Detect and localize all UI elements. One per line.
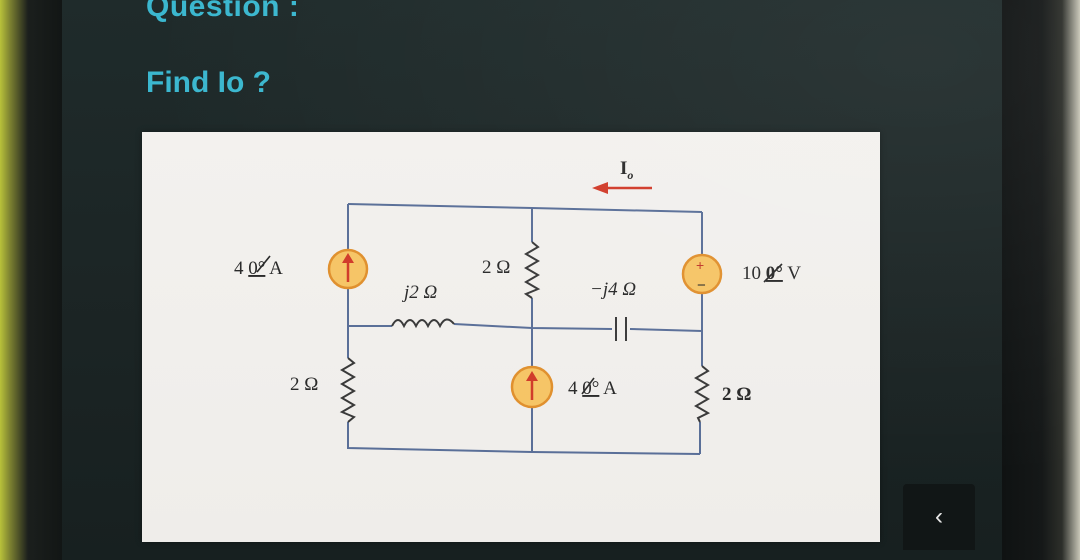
chevron-left-icon: ‹ bbox=[935, 503, 943, 530]
resistor-top-mid-zigzag bbox=[523, 241, 541, 299]
voltage-source-plus: + bbox=[696, 257, 704, 273]
resistor-right-bottom-label: 2 Ω bbox=[722, 384, 751, 405]
mid-source-angle-mark bbox=[581, 377, 595, 395]
question-heading: Question : bbox=[146, 0, 300, 23]
voltage-source-label: 10 0° V bbox=[742, 263, 801, 284]
current-io-indicator: Io bbox=[592, 158, 652, 194]
voltage-source-minus: − bbox=[697, 277, 706, 294]
resistor-right-bottom: 2 Ω bbox=[694, 365, 751, 423]
left-source-label: 4 0° A bbox=[234, 258, 283, 279]
resistor-right-bottom-zigzag bbox=[694, 365, 711, 423]
left-source-angle-mark bbox=[256, 255, 271, 273]
device-bezel-right bbox=[1002, 0, 1080, 560]
current-io-label: Io bbox=[620, 158, 633, 182]
wire-capacitor-right bbox=[629, 328, 703, 332]
voltage-source-body bbox=[681, 253, 723, 295]
inductor: j2 Ω bbox=[391, 282, 455, 329]
left-current-source-arrowhead bbox=[342, 253, 354, 263]
wire-top bbox=[347, 203, 703, 213]
capacitor: −j4 Ω bbox=[590, 279, 636, 341]
resistor-left-bottom-label: 2 Ω bbox=[290, 374, 318, 395]
screen: Question : Find Io ? bbox=[62, 0, 1002, 560]
left-current-source: 4 0° A bbox=[234, 248, 369, 290]
mid-current-source: 4 0° A bbox=[510, 365, 617, 409]
mid-source-label: 4 0° A bbox=[568, 378, 617, 399]
circuit-svg: Io 4 0° A 2 Ω j2 Ω bbox=[234, 158, 801, 455]
resistor-top-mid: 2 Ω bbox=[482, 241, 541, 299]
device-bezel-left bbox=[0, 0, 62, 560]
question-prompt: Find Io ? bbox=[146, 66, 271, 99]
resistor-left-bottom: 2 Ω bbox=[290, 357, 356, 423]
wires bbox=[347, 203, 703, 455]
scroll-back-button[interactable]: ‹ bbox=[903, 484, 975, 550]
circuit-diagram: Io 4 0° A 2 Ω j2 Ω bbox=[142, 132, 880, 542]
resistor-left-bottom-zigzag bbox=[339, 357, 356, 423]
resistor-top-mid-label: 2 Ω bbox=[482, 257, 510, 278]
mid-current-source-arrowhead bbox=[526, 371, 538, 381]
inductor-coil bbox=[391, 318, 455, 329]
wire-bottom bbox=[347, 422, 701, 455]
current-io-arrow-head bbox=[592, 182, 608, 194]
voltage-source: + − 10 0° V bbox=[681, 253, 801, 295]
voltage-source-angle-mark bbox=[763, 263, 783, 283]
capacitor-label: −j4 Ω bbox=[590, 279, 636, 300]
inductor-label: j2 Ω bbox=[401, 282, 438, 303]
